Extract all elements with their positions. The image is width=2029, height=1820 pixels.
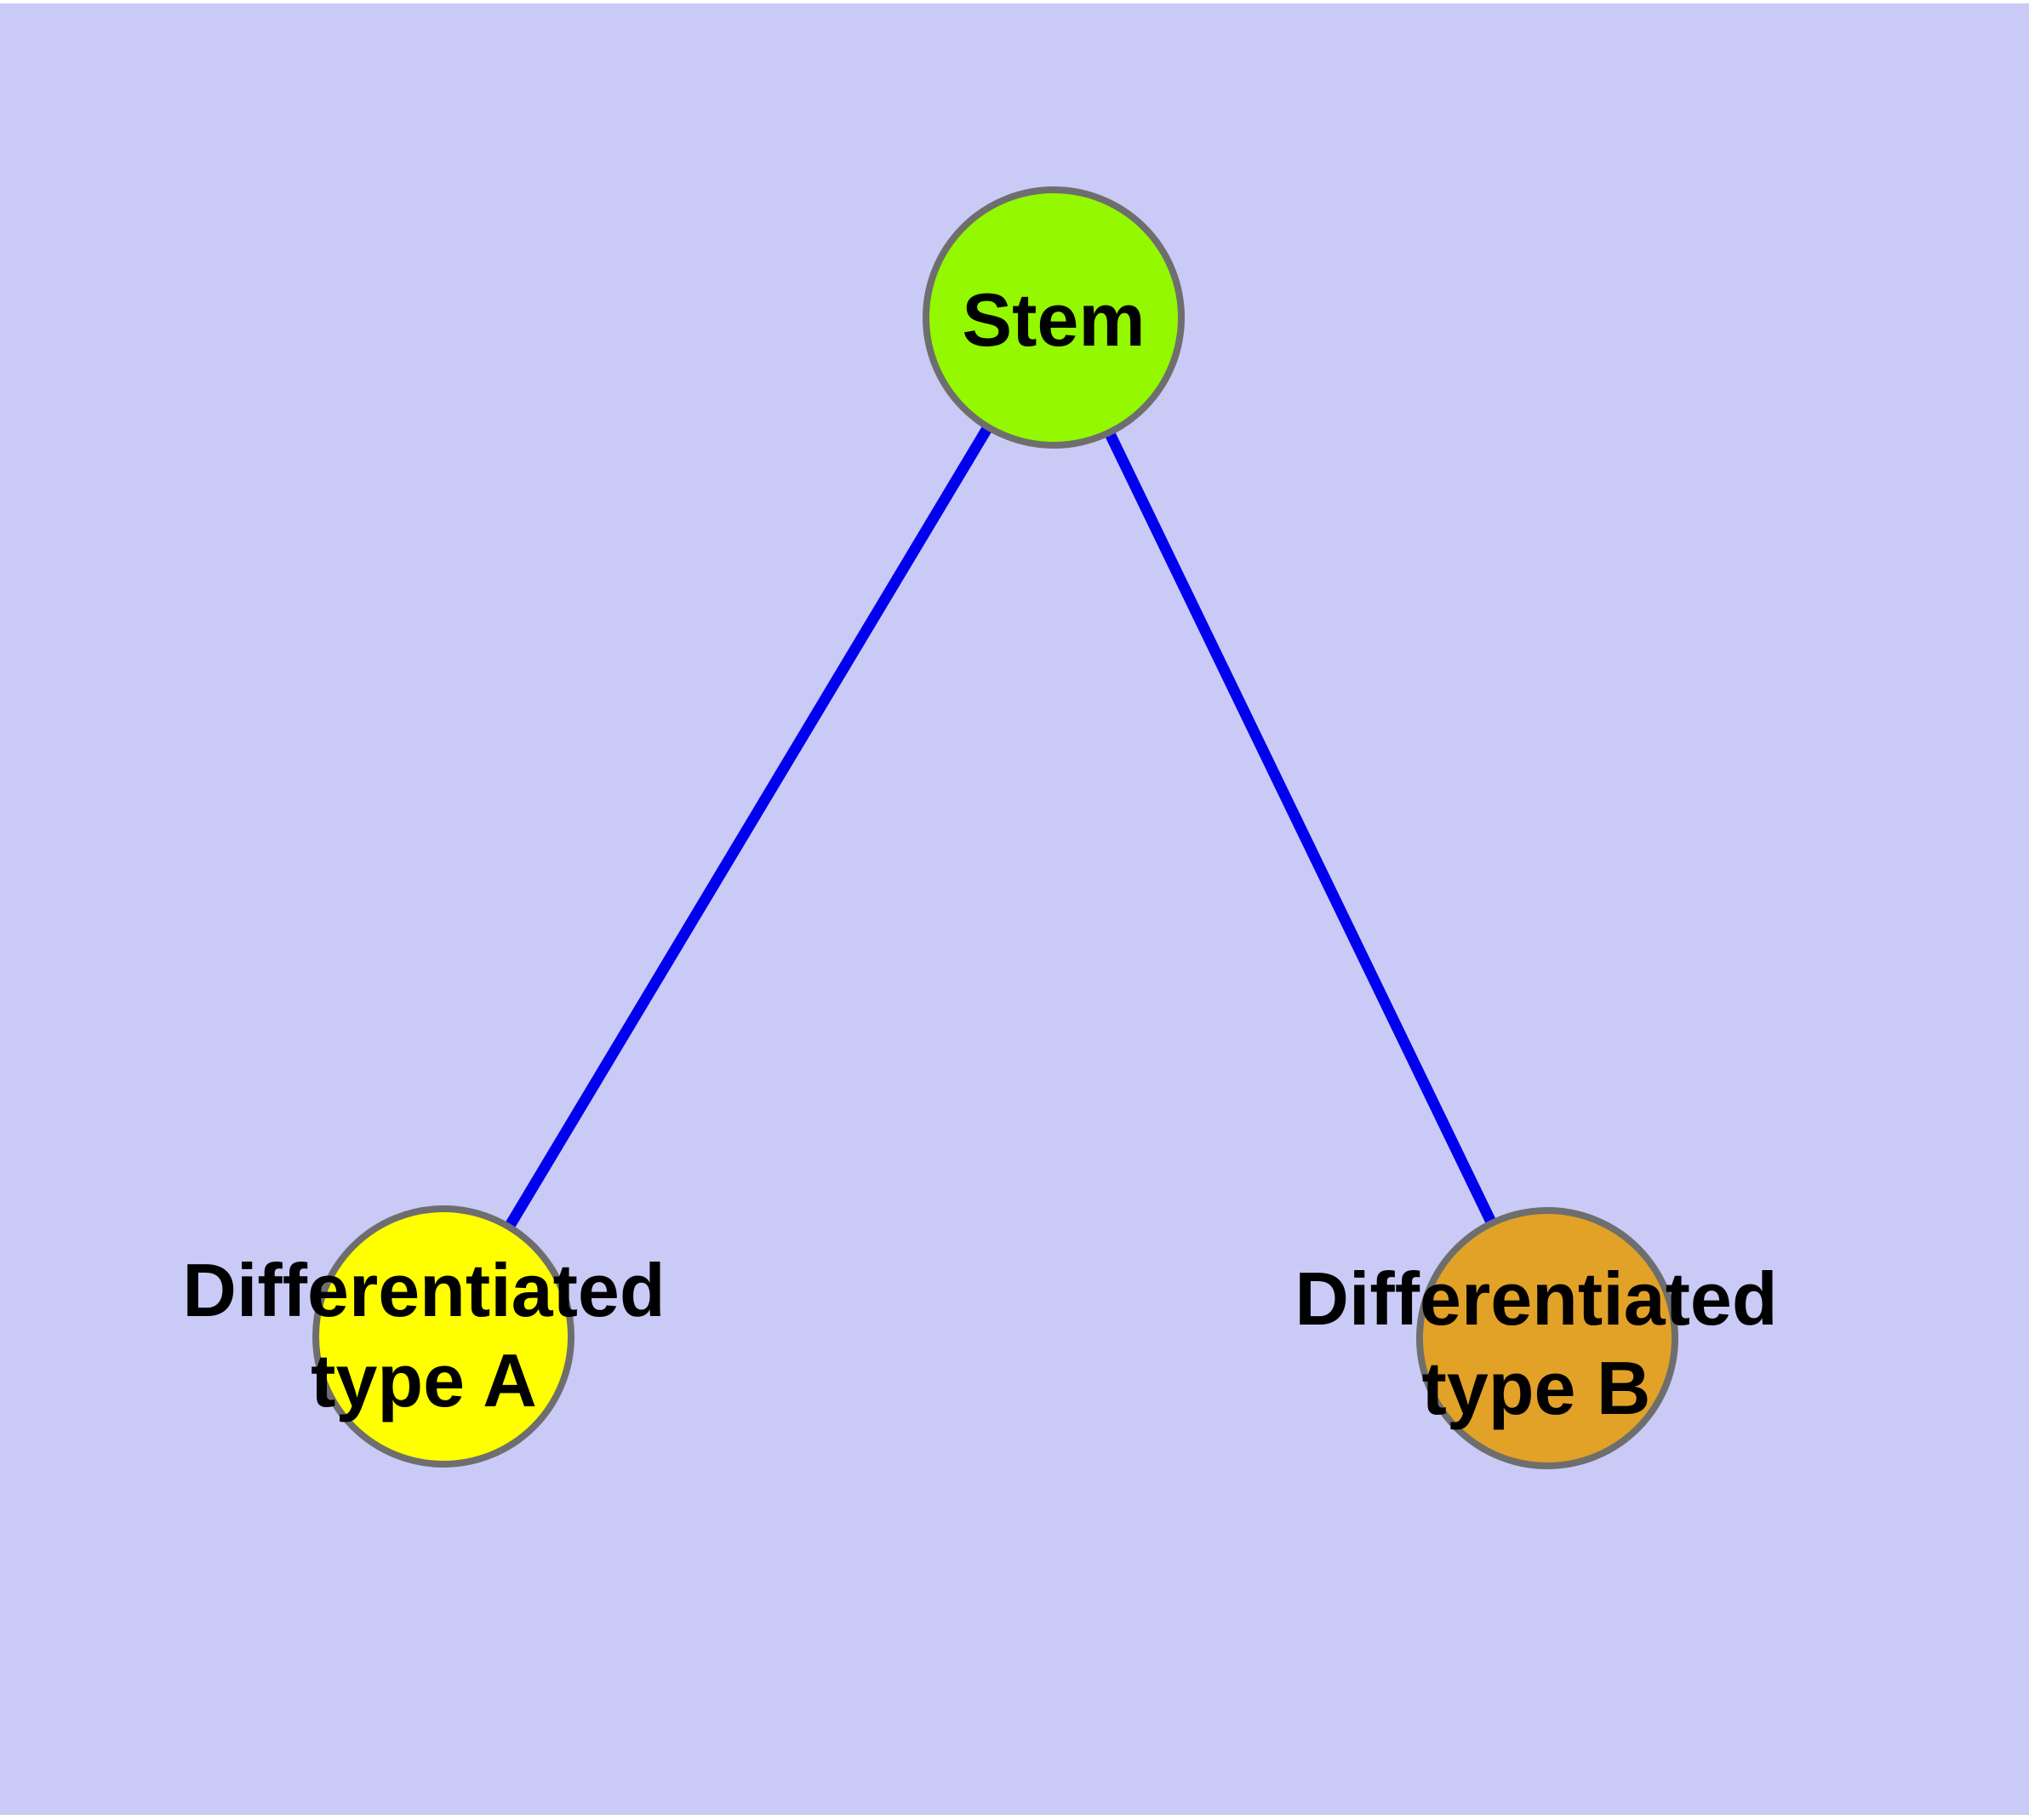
- type-a-node: Differentiated type A: [182, 1205, 666, 1468]
- edge-group: [438, 314, 1552, 1341]
- type-b-node-label-line1: Differentiated: [1295, 1256, 1777, 1341]
- type-b-node: Differentiated type B: [1295, 1207, 1778, 1469]
- stem-node-circle: [923, 186, 1185, 449]
- stem-node-label: Stem: [962, 278, 1145, 362]
- edge-stem-to-type-a: [438, 314, 1059, 1340]
- type-a-node-label-line2: type A: [311, 1338, 537, 1422]
- stem-node: Stem: [923, 186, 1185, 449]
- type-a-node-label-line1: Differentiated: [182, 1248, 665, 1332]
- type-a-node-circle: [312, 1205, 574, 1468]
- edge-stem-to-type-b: [1049, 315, 1552, 1341]
- type-b-node-circle: [1416, 1207, 1678, 1469]
- type-b-node-label-line2: type B: [1422, 1346, 1651, 1430]
